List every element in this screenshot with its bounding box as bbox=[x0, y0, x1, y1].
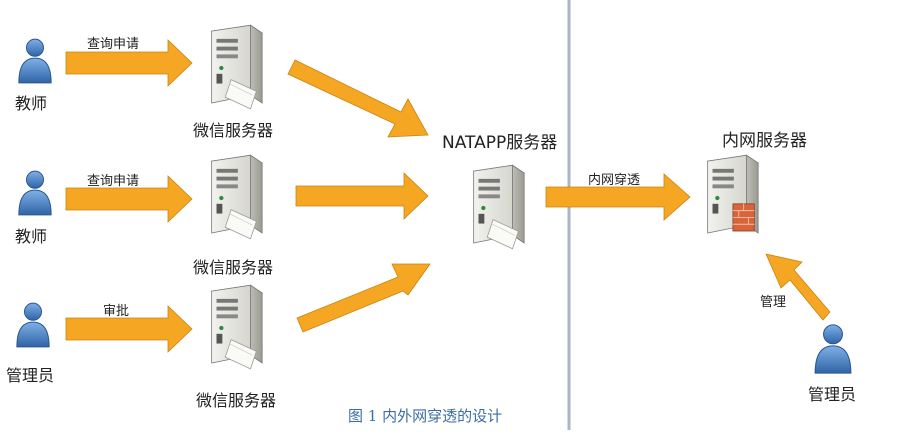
actor-label-admin-2: 管理员 bbox=[808, 385, 856, 404]
edge-label-approve: 审批 bbox=[103, 304, 129, 319]
server-label-wechat-3: 微信服务器 bbox=[196, 391, 276, 410]
server-intranet: 内网服务器 bbox=[707, 131, 807, 234]
arrow-query-2 bbox=[65, 175, 193, 223]
edge-label-manage: 管理 bbox=[760, 295, 786, 310]
arrow-wechat1-natapp bbox=[287, 59, 429, 138]
server-label-wechat-1: 微信服务器 bbox=[193, 121, 273, 140]
server-label-wechat-2: 微信服务器 bbox=[193, 258, 273, 277]
actor-label-admin-1: 管理员 bbox=[6, 366, 54, 385]
arrow-wechat3-natapp bbox=[296, 263, 431, 333]
arrow-wechat2-natapp bbox=[295, 172, 429, 220]
actor-teacher-2: 教师 bbox=[15, 170, 52, 246]
edge-label-query-2: 查询申请 bbox=[87, 174, 139, 189]
actor-admin-1: 管理员 bbox=[6, 302, 54, 385]
person-icon bbox=[814, 324, 852, 374]
actor-teacher-1: 教师 bbox=[15, 38, 52, 113]
arrow-manage bbox=[765, 253, 831, 321]
edge-label-penetrate: 内网穿透 bbox=[588, 172, 640, 188]
server-wechat-3: 微信服务器 bbox=[196, 284, 276, 410]
figure-caption: 图 1 内外网穿透的设计 bbox=[348, 407, 502, 425]
person-icon bbox=[18, 38, 52, 84]
arrow-penetrate bbox=[545, 173, 691, 221]
server-icon bbox=[211, 154, 263, 240]
actor-label-teacher-1: 教师 bbox=[15, 94, 47, 113]
server-label-intranet: 内网服务器 bbox=[722, 131, 807, 151]
arrow-query-1 bbox=[65, 39, 193, 87]
server-wechat-1: 微信服务器 bbox=[193, 24, 273, 140]
server-label-natapp: NATAPP服务器 bbox=[442, 133, 557, 153]
actor-label-teacher-2: 教师 bbox=[15, 227, 47, 246]
server-icon bbox=[473, 164, 525, 250]
actor-admin-2: 管理员 bbox=[808, 324, 856, 404]
server-wechat-2: 微信服务器 bbox=[193, 154, 273, 277]
server-icon bbox=[211, 284, 263, 370]
server-icon bbox=[707, 154, 759, 234]
person-icon bbox=[18, 170, 52, 216]
server-icon bbox=[211, 24, 263, 110]
arrow-approve bbox=[65, 305, 193, 353]
person-icon bbox=[16, 302, 50, 348]
server-natapp: NATAPP服务器 bbox=[442, 133, 557, 250]
edge-label-query-1: 查询申请 bbox=[87, 37, 139, 52]
